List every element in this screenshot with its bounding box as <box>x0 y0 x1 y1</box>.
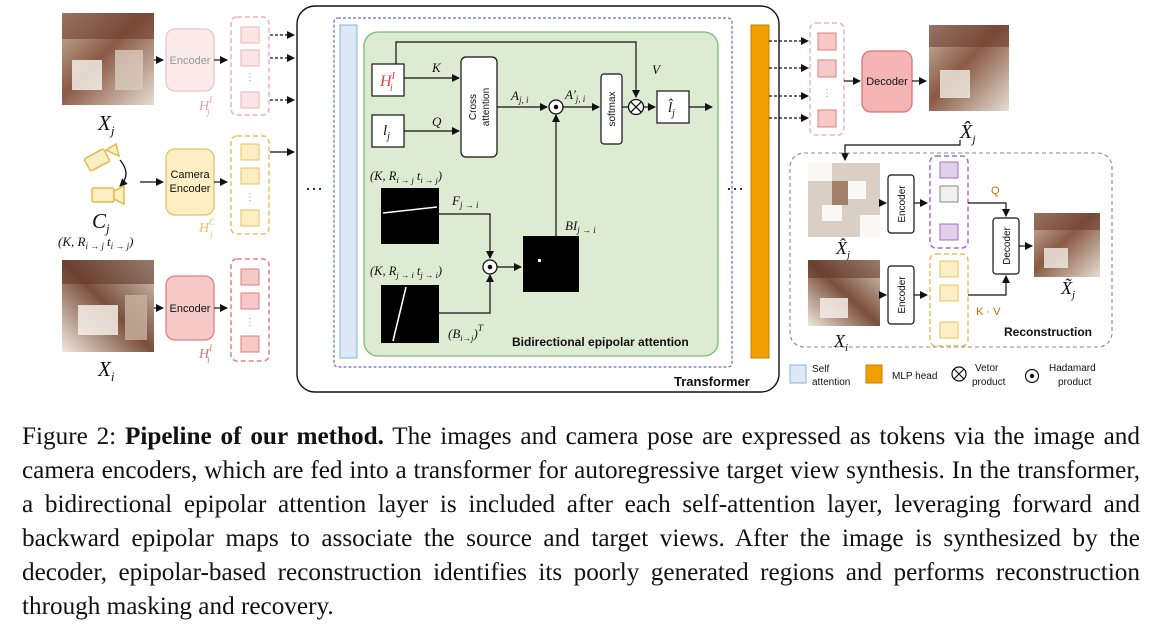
tokens-hj: ⋮ <box>230 16 270 116</box>
svg-text:⋮: ⋮ <box>245 317 255 328</box>
bi-label: BIj → i <box>565 218 596 235</box>
svg-text:product: product <box>972 377 1006 388</box>
camera-encoder: Camera Encoder <box>165 148 215 216</box>
svg-text:product: product <box>1058 377 1092 388</box>
svg-text:softmax: softmax <box>607 91 618 126</box>
decoder-top: Decoder <box>861 50 913 113</box>
svg-text:Hadamard: Hadamard <box>1049 363 1096 374</box>
cj-label: Cj <box>92 209 110 236</box>
recon-decoder: Decoder <box>992 217 1020 275</box>
bidirectional-attention-panel <box>363 31 719 357</box>
svg-text:Encoder: Encoder <box>897 185 908 223</box>
reconstruction-block <box>789 152 1113 348</box>
transformer-block <box>296 5 780 393</box>
figure-caption: Figure 2: Pipeline of our method. The im… <box>22 420 1140 624</box>
xj-label: Xj <box>97 111 115 138</box>
svg-text:lj: lj <box>383 123 390 142</box>
backward-epipolar-map <box>381 285 439 343</box>
svg-text:⋮: ⋮ <box>822 88 832 99</box>
caption-title: Pipeline of our method. <box>124 423 384 450</box>
output-tokens: ⋮ <box>809 22 845 136</box>
lj-box: lj <box>371 114 405 148</box>
xtilde-j-label: X̃j <box>1060 278 1075 301</box>
encoder-bottom: Encoder <box>165 275 215 341</box>
tokens-hi: ⋮ <box>230 258 270 362</box>
image-xhat-j-masked <box>808 163 880 237</box>
xi-label: Xi <box>97 357 115 384</box>
camera-rotate-icon <box>119 159 128 187</box>
cross-attention-box: Cross attention <box>460 56 498 158</box>
svg-text:Encoder: Encoder <box>897 276 908 314</box>
svg-text:Decoder: Decoder <box>1002 226 1013 264</box>
svg-text:Cross: Cross <box>468 94 479 120</box>
transformer-inner-dashed <box>333 17 733 368</box>
reconstruction-title: Reconstruction <box>1004 325 1092 339</box>
transformer-label: Transformer <box>674 374 750 389</box>
mlp-head-bar <box>750 24 770 359</box>
a-label: Aj, i <box>510 88 529 105</box>
lhat-box: l̂j <box>656 90 690 124</box>
svg-text:attention: attention <box>812 377 850 388</box>
hadamard-node-2 <box>482 259 498 275</box>
svg-text:⋮: ⋮ <box>245 192 255 203</box>
image-xhat-j <box>929 25 1009 111</box>
caption-body: The images and camera pose are expressed… <box>22 423 1140 620</box>
svg-text:MLP head: MLP head <box>892 371 937 382</box>
attention-title: Bidirectional epipolar attention <box>512 335 689 349</box>
svg-text:Decoder: Decoder <box>866 76 908 88</box>
camera-icon <box>83 142 125 206</box>
forward-epipolar-map <box>381 188 439 244</box>
recon-encoder-2: Encoder <box>887 265 915 325</box>
svg-text:Encoder: Encoder <box>170 183 211 195</box>
recon-q-label: Q <box>991 185 1000 197</box>
svg-text:Self: Self <box>812 364 829 375</box>
svg-text:l̂j: l̂j <box>668 99 675 119</box>
hadamard-node <box>548 99 564 115</box>
recon-kv-tokens <box>929 253 969 347</box>
image-xtilde-j <box>1034 213 1100 277</box>
svg-text:Vetor: Vetor <box>975 363 999 374</box>
v-label: V <box>652 62 662 77</box>
softmax-box: softmax <box>600 73 623 145</box>
image-xi <box>62 260 154 352</box>
caption-prefix: Figure 2: <box>22 423 125 450</box>
svg-text:HIi: HIi <box>379 71 396 94</box>
recon-encoder-1: Encoder <box>887 174 915 234</box>
image-xj <box>62 13 154 105</box>
svg-text:⋮: ⋮ <box>245 72 255 83</box>
encoder-top: Encoder <box>165 28 215 92</box>
image-xi-recon <box>808 260 880 326</box>
svg-text:Encoder: Encoder <box>170 303 211 315</box>
svg-text:Encoder: Encoder <box>170 55 211 67</box>
svg-text:Camera: Camera <box>170 169 210 181</box>
a-prime-label: A′j, i <box>564 87 586 104</box>
ellipsis-left: … <box>305 174 323 194</box>
recon-xhat-j-label: X̂j <box>835 238 850 261</box>
k-label: K <box>431 60 442 75</box>
ellipsis-right: … <box>726 174 744 194</box>
bt-label: (Bi→j)T <box>448 323 484 343</box>
recon-query-tokens <box>929 155 969 249</box>
xhat-j-label: X̂j <box>959 120 976 146</box>
q-label: Q <box>432 114 442 129</box>
bidirectional-map <box>523 236 579 292</box>
recon-kv-label: K · V <box>976 306 1001 318</box>
tokens-hjc: ⋮ <box>230 135 270 235</box>
self-attention-bar <box>339 24 358 359</box>
legend: Self attention MLP head Vetor product Ha… <box>789 363 1096 388</box>
f-label: Fj → i <box>451 193 479 210</box>
svg-text:attention: attention <box>481 88 492 126</box>
vector-product-node <box>627 98 645 116</box>
recon-xi-label: Xi <box>833 331 848 354</box>
